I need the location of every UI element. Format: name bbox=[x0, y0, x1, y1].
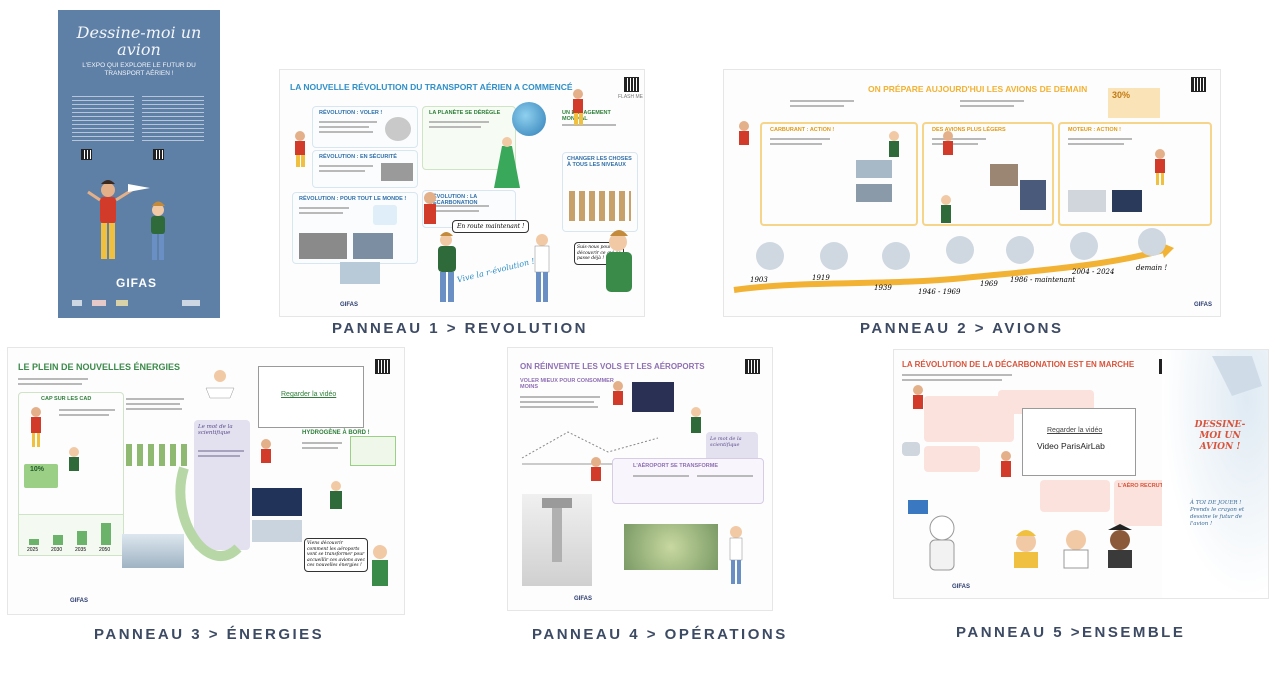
panel-5-ensemble: LA RÉVOLUTION DE LA DÉCARBONATION EST EN… bbox=[894, 350, 1268, 598]
timeline-label: 2004 - 2024 bbox=[1072, 268, 1115, 276]
section-card: CHANGER LES CHOSES À TOUS LES NIVEAUX bbox=[562, 152, 638, 232]
section-title: VOLER MIEUX POUR CONSOMMER MOINS bbox=[520, 378, 614, 390]
section-title: CHANGER LES CHOSES À TOUS LES NIVEAUX bbox=[567, 156, 632, 168]
section-title: CAP SUR LES CAD bbox=[41, 396, 92, 402]
character-illustrations bbox=[739, 121, 1165, 223]
airport-illustration bbox=[522, 494, 592, 586]
timeline-label: 1903 bbox=[750, 276, 768, 284]
panel-title: ON RÉINVENTE LES VOLS ET LES AÉROPORTS bbox=[520, 362, 705, 371]
panel-2-avions: ON PRÉPARE AUJOURD'HUI LES AVIONS DE DEM… bbox=[724, 70, 1220, 316]
panel-title: LA NOUVELLE RÉVOLUTION DU TRANSPORT AÉRI… bbox=[290, 82, 573, 92]
photo-plane bbox=[340, 262, 380, 284]
photo-airport bbox=[252, 488, 302, 516]
section-card: DES AVIONS PLUS LÉGERS bbox=[922, 122, 1054, 226]
section-card: MOTEUR : ACTION ! bbox=[1058, 122, 1212, 226]
panel-caption-5: PANNEAU 5 >ENSEMBLE bbox=[956, 624, 1186, 641]
poster-title: Dessine-moi un avion bbox=[76, 23, 202, 59]
poster-illustration bbox=[87, 180, 165, 260]
speech-bubble: En route maintenant ! bbox=[452, 220, 530, 233]
plant-icons bbox=[126, 444, 192, 466]
flight-paths bbox=[521, 431, 659, 465]
section-title: RÉVOLUTION : EN SÉCURITÉ bbox=[319, 154, 397, 160]
gifas-logo: GIFAS bbox=[1194, 302, 1213, 308]
highlight-stat: 30% bbox=[1108, 88, 1160, 118]
stat-badge: 10% bbox=[24, 464, 58, 488]
globe-icon bbox=[512, 102, 546, 136]
panel-1-revolution: LA NOUVELLE RÉVOLUTION DU TRANSPORT AÉRI… bbox=[280, 70, 644, 316]
section-card: RÉVOLUTION : EN SÉCURITÉ bbox=[312, 150, 418, 188]
speech-bubble: Viens découvrir comment les aéroports vo… bbox=[304, 538, 368, 572]
timeline-label: 1969 bbox=[980, 280, 998, 288]
timeline-label: 1919 bbox=[812, 274, 830, 282]
panel-caption-3: PANNEAU 3 > ÉNERGIES bbox=[94, 626, 325, 643]
panel-caption-1: PANNEAU 1 > REVOLUTION bbox=[332, 320, 588, 337]
section-title: DES AVIONS PLUS LÉGERS bbox=[932, 127, 1006, 133]
panel-title: ON PRÉPARE AUJOURD'HUI LES AVIONS DE DEM… bbox=[868, 84, 1088, 94]
character-illustrations bbox=[31, 370, 388, 586]
section-title: HYDROGÈNE À BORD ! bbox=[302, 430, 370, 436]
section-title: RÉVOLUTION : LA DÉCARBONATION bbox=[429, 194, 478, 206]
timeline-label: 1986 - maintenant bbox=[1010, 276, 1076, 284]
section-title: L'AÉROPORT SE TRANSFORME bbox=[633, 463, 719, 469]
section-card bbox=[902, 442, 920, 456]
section-title: RÉVOLUTION : POUR TOUT LE MONDE ! bbox=[299, 196, 407, 202]
section-card: L'AÉROPORT SE TRANSFORME bbox=[612, 458, 764, 504]
gifas-logo: GIFAS bbox=[574, 596, 593, 602]
video-frame[interactable]: Regarder la vidéo bbox=[258, 366, 364, 428]
timeline-label: 1939 bbox=[874, 284, 892, 292]
panel-3-energies: LE PLEIN DE NOUVELLES ÉNERGIES Regarder … bbox=[8, 348, 404, 614]
video-title: Video ParisAirLab bbox=[1037, 441, 1105, 451]
character-illustrations bbox=[295, 89, 632, 302]
video-link[interactable]: Regarder la vidéo bbox=[1047, 427, 1103, 434]
qr-code-icon bbox=[81, 149, 92, 160]
section-title: MOTEUR : ACTION ! bbox=[1068, 127, 1121, 133]
section-title: LA PLANÈTE SE DÉRÈGLE bbox=[429, 110, 501, 116]
panel-title: LA RÉVOLUTION DE LA DÉCARBONATION EST EN… bbox=[902, 360, 1135, 369]
section-card: RÉVOLUTION : VOLER ! bbox=[312, 106, 418, 148]
partner-logos bbox=[72, 300, 206, 308]
section-card: HYDROGÈNE À BORD ! bbox=[256, 430, 396, 516]
video-link[interactable]: Regarder la vidéo bbox=[281, 391, 337, 398]
panel-title: LE PLEIN DE NOUVELLES ÉNERGIES bbox=[18, 362, 181, 372]
qr-code-icon bbox=[375, 359, 390, 374]
video-frame[interactable]: Regarder la vidéo Video ParisAirLab bbox=[1022, 408, 1136, 476]
timeline-label: 1946 - 1969 bbox=[918, 288, 961, 296]
cad-chart: 2025 2030 2035 2050 bbox=[18, 514, 124, 556]
section-title: CARBURANT : ACTION ! bbox=[770, 127, 835, 133]
timeline-label: demain ! bbox=[1136, 264, 1168, 272]
title-bubble: DESSINE-MOI UN AVION ! bbox=[1194, 420, 1246, 452]
gifas-logo: GIFAS bbox=[70, 598, 89, 604]
timeline-arrow bbox=[733, 228, 1174, 293]
section-card: RÉVOLUTION : POUR TOUT LE MONDE ! bbox=[292, 192, 418, 264]
panel-caption-4: PANNEAU 4 > OPÉRATIONS bbox=[532, 626, 788, 643]
scientist-card: Le mot de la scientifique bbox=[194, 420, 250, 550]
character-illustrations bbox=[591, 381, 743, 584]
call-to-action: À TOI DE JOUER ! Prends le crayon et des… bbox=[1190, 500, 1245, 527]
section-title: RÉVOLUTION : VOLER ! bbox=[319, 110, 383, 116]
qr-code-icon bbox=[745, 359, 760, 374]
sky-background bbox=[1162, 350, 1268, 598]
poster-subtitle: L'EXPO QUI EXPLORE LE FUTUR DU TRANSPORT… bbox=[82, 62, 196, 77]
panel-4-operations: ON RÉINVENTE LES VOLS ET LES AÉROPORTS V… bbox=[508, 348, 772, 610]
poster: Dessine-moi un avion L'EXPO QUI EXPLORE … bbox=[58, 10, 220, 318]
qr-code-icon bbox=[624, 77, 639, 92]
photo-airport bbox=[624, 524, 718, 570]
panel-caption-2: PANNEAU 2 > AVIONS bbox=[860, 320, 1064, 337]
gifas-logo: GIFAS bbox=[952, 584, 971, 590]
qr-code-icon bbox=[1191, 77, 1206, 92]
poster-text-block bbox=[72, 96, 206, 146]
qr-code-icon bbox=[153, 149, 164, 160]
section-card: CARBURANT : ACTION ! bbox=[760, 122, 918, 226]
ticket-label: FLASH ME bbox=[618, 94, 644, 100]
photo-plane bbox=[252, 520, 302, 542]
section-card bbox=[924, 446, 980, 472]
gifas-logo: GIFAS bbox=[116, 276, 158, 290]
photo-cockpit bbox=[632, 382, 674, 412]
character-illustrations bbox=[908, 356, 1262, 571]
photo-plane bbox=[122, 534, 184, 568]
section-card bbox=[1040, 480, 1110, 512]
gifas-logo: GIFAS bbox=[340, 302, 359, 308]
